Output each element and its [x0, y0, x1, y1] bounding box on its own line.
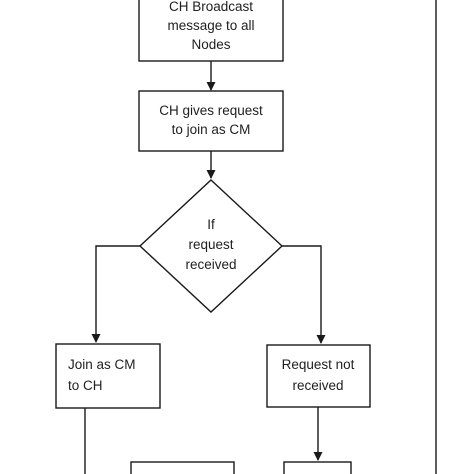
node-request-line-1: CH gives request [159, 103, 263, 118]
node-join-line-2: to CH [68, 378, 103, 393]
node-broadcast: CH Broadcast message to all Nodes [138, 0, 284, 62]
node-decision-line-3: received [185, 257, 236, 272]
node-broadcast-line-1: CH Broadcast [169, 0, 253, 14]
node-bottom-right [283, 461, 352, 474]
node-request-line-2: to join as CM [172, 122, 251, 137]
node-join-line-1: Join as CM [68, 357, 136, 372]
node-decision-line-2: request [188, 237, 233, 252]
node-decision-line-1: If [207, 217, 215, 232]
node-join: Join as CM to CH [55, 343, 161, 409]
node-not-received: Request not received [266, 344, 371, 408]
node-not-received-line-2: received [292, 378, 343, 393]
node-request: CH gives request to join as CM [138, 90, 284, 152]
node-not-received-line-1: Request not [282, 357, 355, 372]
edge-decision-to-not-received [282, 245, 326, 344]
node-broadcast-line-3: Nodes [191, 37, 230, 52]
node-broadcast-line-2: message to all [167, 18, 254, 33]
node-bottom-left [130, 461, 235, 474]
node-decision: If request received [138, 179, 284, 313]
edge-decision-to-join [91, 245, 140, 343]
